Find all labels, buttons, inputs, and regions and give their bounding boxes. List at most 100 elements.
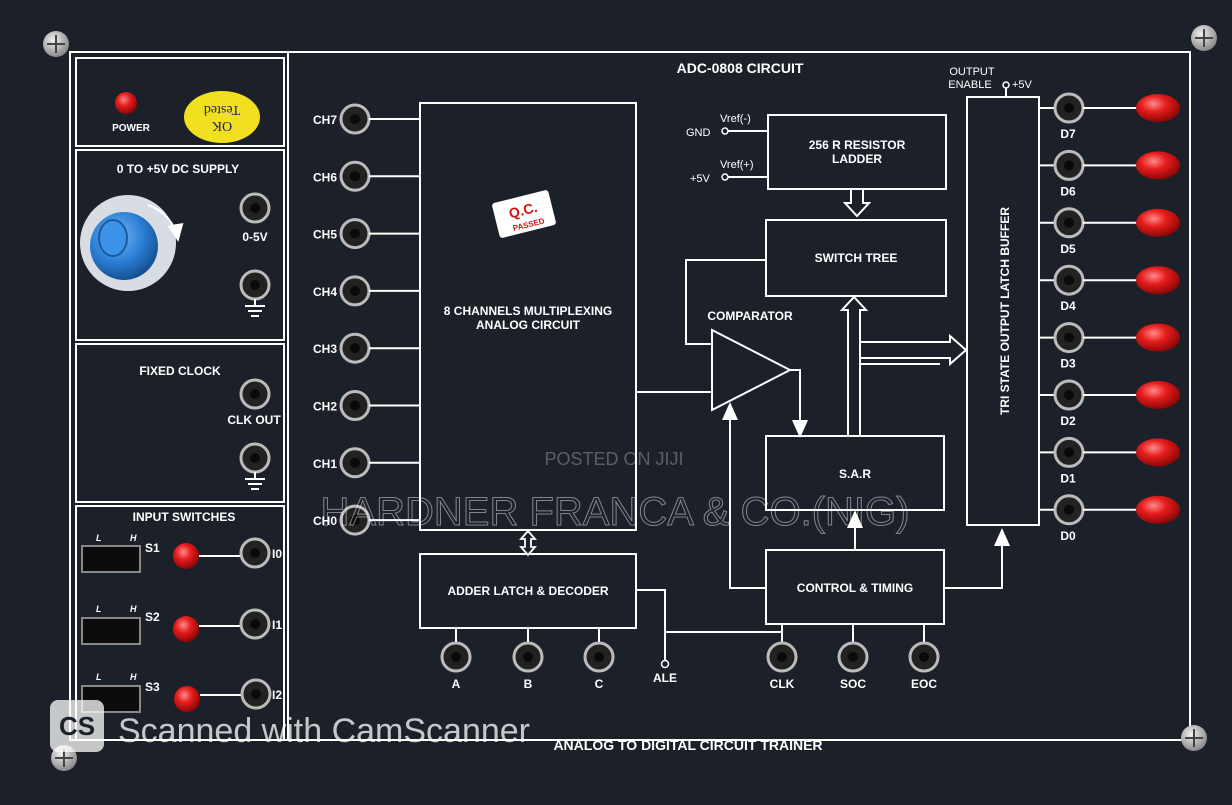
- switch-low-label: L: [96, 672, 102, 682]
- toggle-switch-s2[interactable]: [81, 617, 141, 645]
- channel-label: CH4: [313, 285, 337, 299]
- channel-terminal[interactable]: [339, 390, 371, 421]
- vref-plus-label: Vref(+): [720, 159, 754, 171]
- supply-output-label: 0-5V: [242, 230, 267, 244]
- camscanner-text: Scanned with CamScanner: [118, 712, 530, 750]
- bottom-terminal-jack[interactable]: [908, 641, 940, 673]
- bottom-terminal-jack[interactable]: [512, 641, 544, 673]
- switch-high-label: H: [130, 672, 137, 682]
- output-label: D3: [1060, 357, 1076, 371]
- control-timing-label: CONTROL & TIMING: [797, 581, 913, 595]
- toggle-switch-s3[interactable]: [81, 685, 141, 713]
- output-label: D6: [1060, 184, 1076, 198]
- output-terminal[interactable]: [1053, 264, 1085, 296]
- bottom-terminal-jack[interactable]: [766, 641, 798, 673]
- input-switches-section: [75, 505, 285, 741]
- output-terminal[interactable]: [1053, 322, 1085, 354]
- switch-row-s2: L H S2 I1: [81, 604, 282, 645]
- ground-icon: [245, 472, 265, 490]
- output-led: [1136, 151, 1180, 180]
- voltage-knob[interactable]: [80, 195, 176, 291]
- toggle-switch-s1[interactable]: [81, 545, 141, 573]
- multiplexer-label-line2: ANALOG CIRCUIT: [476, 318, 581, 332]
- screw-icon: [1191, 25, 1217, 51]
- output-led: [1136, 94, 1180, 122]
- power-led: [115, 92, 137, 114]
- hollow-arrow-icon: [842, 190, 872, 218]
- supply-output-terminal[interactable]: [239, 192, 271, 224]
- supply-ground-terminal[interactable]: [239, 269, 271, 301]
- output-label: D2: [1060, 414, 1076, 428]
- clock-output-label: CLK OUT: [227, 413, 281, 427]
- channel-terminal[interactable]: [339, 332, 371, 364]
- sticker-ok: OK: [212, 118, 232, 133]
- camscanner-logo: CS: [59, 711, 95, 741]
- switch-led-s3: [174, 686, 200, 712]
- output-terminal[interactable]: [1053, 379, 1085, 411]
- sticker-tested: Tested: [204, 102, 240, 117]
- switch-output-terminal-i0[interactable]: [239, 537, 271, 569]
- channel-label: CH2: [313, 400, 337, 414]
- dc-supply-title: 0 TO +5V DC SUPPLY: [117, 162, 239, 176]
- plus5v-label: +5V: [690, 173, 711, 185]
- bottom-terminal-label: C: [595, 677, 604, 691]
- channel-terminal[interactable]: [339, 275, 371, 307]
- output-terminal[interactable]: [1053, 149, 1085, 181]
- channel-input-ch1: CH1: [313, 447, 420, 479]
- switch-name-s2: S2: [145, 610, 160, 624]
- switch-row-s3: L H S3 I2: [81, 672, 282, 713]
- comparator-symbol: [711, 328, 793, 412]
- channel-terminal[interactable]: [339, 103, 371, 135]
- clock-output-terminal[interactable]: [239, 378, 271, 410]
- switch-output-terminal-i1[interactable]: [239, 608, 271, 640]
- output-terminal[interactable]: [1053, 207, 1085, 239]
- channel-terminal[interactable]: [339, 447, 371, 479]
- switch-tree-block: [765, 219, 947, 297]
- bottom-terminal-jack[interactable]: [583, 641, 615, 673]
- output-led: [1136, 495, 1180, 524]
- ale-node[interactable]: [660, 659, 670, 669]
- channel-input-ch5: CH5: [313, 218, 420, 250]
- input-switches-title: INPUT SWITCHES: [133, 510, 236, 524]
- clock-ground-terminal[interactable]: [239, 442, 271, 474]
- bottom-terminal-b: B: [512, 628, 544, 691]
- bottom-terminal-jack[interactable]: [837, 641, 869, 673]
- switch-led-s1: [173, 543, 199, 569]
- channel-label: CH3: [313, 342, 337, 356]
- company-watermark: HARDNER FRANCA & CO.(NIG): [321, 490, 910, 534]
- output-enable-line2: ENABLE: [948, 79, 991, 91]
- switch-output-label-i1: I1: [272, 618, 282, 632]
- camscanner-watermark: CS Scanned with CamScanner: [50, 700, 530, 752]
- qc-label: Q.C.: [507, 199, 539, 221]
- output-terminal[interactable]: [1053, 494, 1085, 526]
- channel-label: CH7: [313, 113, 337, 127]
- output-label: D1: [1060, 471, 1076, 485]
- output-label: D7: [1060, 127, 1076, 141]
- bottom-terminal-label: SOC: [840, 677, 866, 691]
- sar-label: S.A.R: [839, 467, 871, 481]
- bottom-terminal-label: ALE: [653, 671, 677, 685]
- output-row-d7: D7: [1039, 92, 1180, 141]
- footer-title: ANALOG TO DIGITAL CIRCUIT TRAINER: [553, 737, 822, 753]
- channel-terminal[interactable]: [339, 160, 371, 192]
- output-led: [1136, 381, 1180, 409]
- output-row-d3: D3: [1039, 322, 1180, 371]
- bottom-terminal-label: B: [524, 677, 533, 691]
- switch-low-label: L: [96, 604, 102, 614]
- channel-input-ch7: CH7: [313, 103, 420, 135]
- output-enable-supply: +5V: [1012, 79, 1033, 91]
- output-terminal[interactable]: [1053, 436, 1085, 468]
- channel-label: CH6: [313, 170, 337, 184]
- qc-passed-badge: Q.C. PASSED: [492, 190, 556, 238]
- power-label: POWER: [112, 123, 151, 134]
- switch-low-label: L: [96, 533, 102, 543]
- bottom-terminal-jack[interactable]: [440, 641, 472, 673]
- switch-output-terminal-i2[interactable]: [240, 678, 272, 710]
- channel-input-ch2: CH2: [313, 390, 420, 421]
- resistor-ladder-block: [767, 114, 947, 190]
- output-terminal[interactable]: [1053, 92, 1085, 124]
- comparator-label: COMPARATOR: [707, 309, 793, 323]
- power-section: [75, 57, 285, 147]
- channel-terminal[interactable]: [339, 218, 371, 250]
